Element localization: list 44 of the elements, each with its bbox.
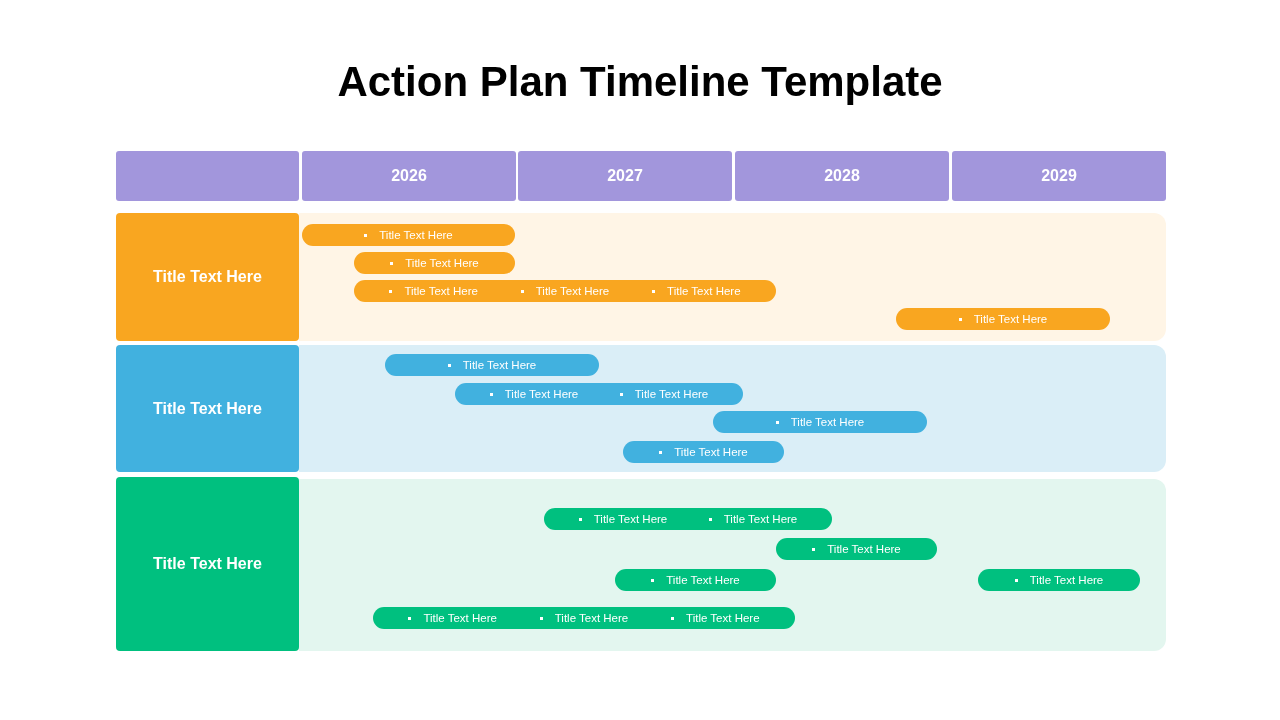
bar-text: Title Text Here [379,229,453,241]
year-header: 2028 [735,151,949,201]
timeline-bar [354,252,515,274]
year-header: 2027 [518,151,732,201]
timeline-bar [373,607,795,629]
year-header: 2029 [952,151,1166,201]
bar-text: Title Text Here [674,446,748,458]
bar-text: Title Text Here [667,285,741,297]
row-band [299,345,1166,472]
timeline-bar [776,538,937,560]
bar-text: Title Text Here [686,612,760,624]
timeline-bar [978,569,1140,591]
bar-text: Title Text Here [404,285,478,297]
bar-text: Title Text Here [535,285,610,297]
bar-text: Title Text Here [504,388,579,400]
bar-text: Title Text Here [554,612,629,624]
bar-text: Title Text Here [973,313,1048,325]
bar-text: Title Text Here [423,612,497,624]
row-band [299,213,1166,341]
timeline-bar [713,411,927,433]
bar-text: Title Text Here [790,416,865,428]
bar-text: Title Text Here [634,388,709,400]
row-band [299,479,1166,651]
bar-text: Title Text Here [723,513,798,525]
year-header: 2026 [302,151,516,201]
bar-text: Title Text Here [666,574,740,586]
timeline-bar [615,569,776,591]
timeline-bar [354,280,776,302]
timeline-bar [623,441,784,463]
bar-text: Title Text Here [593,513,668,525]
row-label: Title Text Here [116,213,299,341]
bar-text: Title Text Here [462,359,537,371]
timeline-bar [455,383,743,405]
bar-text: Title Text Here [827,543,901,555]
row-label: Title Text Here [116,345,299,472]
title: Action Plan Timeline Template [336,58,944,106]
bar-text: Title Text Here [1029,574,1104,586]
timeline-bar [302,224,515,246]
bar-text: Title Text Here [405,257,479,269]
row-label: Title Text Here [116,477,299,651]
timeline-bar [544,508,832,530]
header-cell [116,151,299,201]
timeline-bar [896,308,1110,330]
timeline-bar [385,354,599,376]
